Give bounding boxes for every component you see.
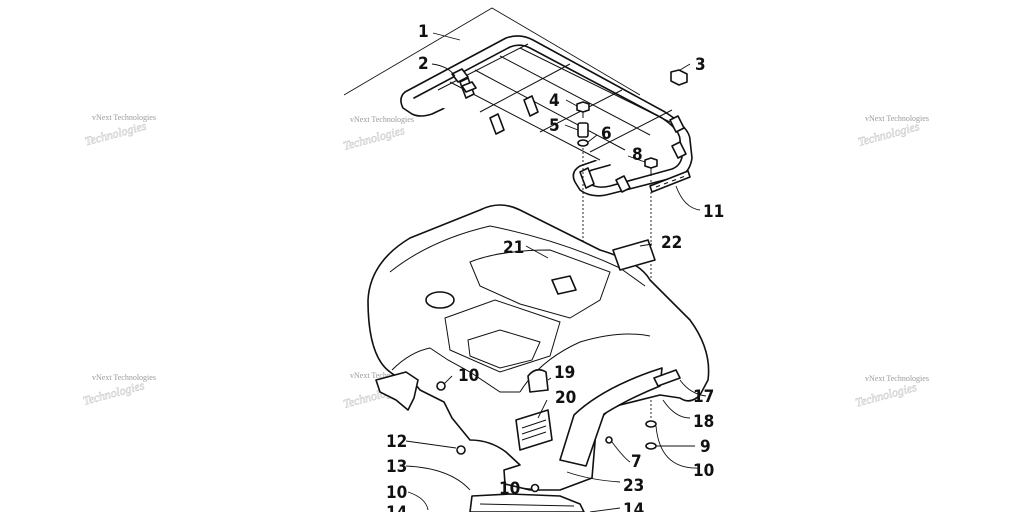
callout-12: 12 xyxy=(386,432,407,452)
callout-9: 9 xyxy=(700,437,711,457)
callout-17: 17 xyxy=(693,387,714,407)
leader-lines xyxy=(405,32,707,512)
callout-11: 11 xyxy=(703,202,724,222)
callout-labels: 1 2 3 4 5 6 8 11 22 21 19 20 10 17 18 12… xyxy=(386,22,724,512)
callout-10: 10 xyxy=(458,366,479,386)
watermark-center-top: Technologies vNext Technologies xyxy=(341,115,414,153)
callout-5: 5 xyxy=(549,116,560,136)
watermark-right-bottom: Technologies vNext Technologies xyxy=(853,374,929,410)
svg-text:Technologies: Technologies xyxy=(856,119,921,149)
svg-text:vNext Technologies: vNext Technologies xyxy=(92,373,156,382)
callout-10: 10 xyxy=(693,461,714,481)
svg-text:vNext Technologies: vNext Technologies xyxy=(350,371,414,380)
watermark-right-top: Technologies vNext Technologies xyxy=(856,114,929,149)
svg-text:Technologies: Technologies xyxy=(83,118,148,148)
svg-text:Technologies: Technologies xyxy=(342,123,407,153)
callout-4: 4 xyxy=(549,91,560,111)
callout-13: 13 xyxy=(386,457,407,477)
callout-20: 20 xyxy=(555,388,576,408)
callout-19: 19 xyxy=(554,363,575,383)
rear-rack xyxy=(343,7,693,197)
callout-7: 7 xyxy=(631,452,642,472)
callout-1: 1 xyxy=(418,22,429,42)
callout-10: 10 xyxy=(386,483,407,503)
callout-23: 23 xyxy=(623,476,644,496)
callout-10: 10 xyxy=(499,479,520,499)
rear-fender-body: 2000 xyxy=(367,204,710,512)
callout-2: 2 xyxy=(418,54,429,74)
washers xyxy=(436,381,657,493)
callout-14: 14 xyxy=(623,500,644,512)
callout-8: 8 xyxy=(632,145,643,165)
watermark-left-top: Technologies vNext Technologies xyxy=(83,113,156,149)
svg-text:Technologies: Technologies xyxy=(81,378,146,408)
svg-text:vNext Technologies: vNext Technologies xyxy=(865,114,929,123)
callout-3: 3 xyxy=(695,55,706,75)
watermark-left-bottom: Technologies vNext Technologies xyxy=(81,373,156,408)
svg-text:vNext Technologies: vNext Technologies xyxy=(865,374,929,383)
callout-14: 14 xyxy=(386,503,407,512)
callout-21: 21 xyxy=(503,238,524,258)
callout-18: 18 xyxy=(693,412,714,432)
svg-text:vNext Technologies: vNext Technologies xyxy=(350,115,414,124)
callout-22: 22 xyxy=(661,233,682,253)
svg-text:vNext Technologies: vNext Technologies xyxy=(92,113,156,122)
svg-text:Technologies: Technologies xyxy=(854,380,919,410)
callout-6: 6 xyxy=(601,124,612,144)
